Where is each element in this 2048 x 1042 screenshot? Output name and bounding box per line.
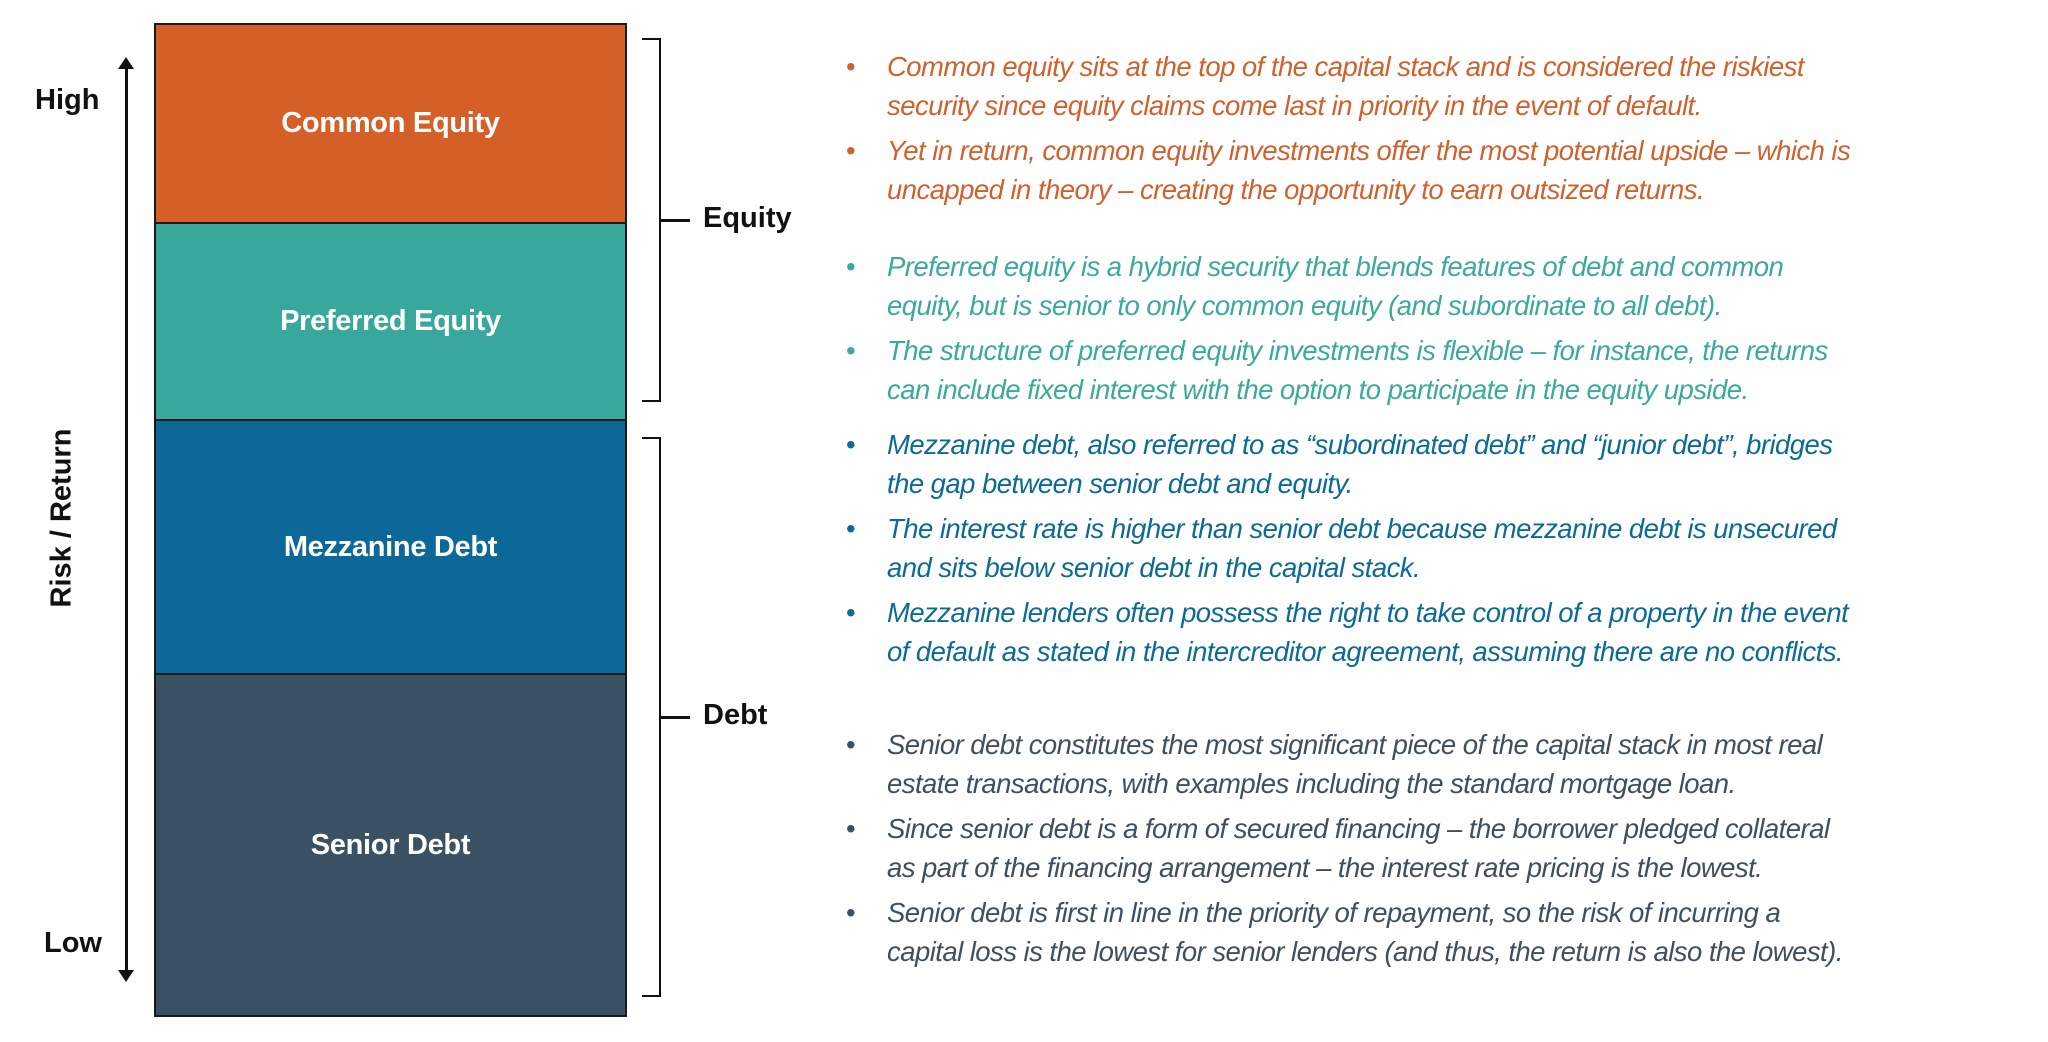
axis-high-label: High (35, 84, 100, 116)
desc-line: can include fixed interest with the opti… (887, 374, 1749, 405)
desc-line: Since senior debt is a form of secured f… (887, 813, 1830, 844)
desc-line: Senior debt is first in line in the prio… (887, 897, 1781, 928)
desc-line: Preferred equity is a hybrid security th… (887, 251, 1784, 282)
desc-line: Common equity sits at the top of the cap… (887, 51, 1804, 82)
list-item: • Senior debt constitutes the most signi… (846, 725, 2036, 803)
axis-title: Risk / Return (45, 428, 78, 608)
list-item: • Since senior debt is a form of secured… (846, 809, 2036, 887)
desc-line: as part of the financing arrangement – t… (887, 852, 1763, 883)
bullet-icon: • (846, 729, 856, 760)
debt-bracket-tick (659, 716, 690, 719)
layer-label: Mezzanine Debt (283, 530, 498, 563)
layer-mezzanine-debt: Mezzanine Debt (156, 419, 625, 673)
desc-line: Mezzanine lenders often possess the righ… (887, 597, 1849, 628)
desc-line: the gap between senior debt and equity. (887, 468, 1353, 499)
layer-label: Senior Debt (310, 828, 471, 861)
bullet-icon: • (846, 513, 856, 544)
preferred-equity-descriptions: • Preferred equity is a hybrid security … (846, 247, 2036, 415)
layer-common-equity: Common Equity (156, 25, 625, 222)
bullet-icon: • (846, 135, 856, 166)
desc-line: estate transactions, with examples inclu… (887, 768, 1736, 799)
list-item: • Senior debt is first in line in the pr… (846, 893, 2036, 971)
bullet-icon: • (846, 897, 856, 928)
list-item: • Preferred equity is a hybrid security … (846, 247, 2036, 325)
bullet-icon: • (846, 597, 856, 628)
arrow-down-icon (118, 970, 134, 982)
desc-line: Yet in return, common equity investments… (887, 135, 1851, 166)
list-item: • Mezzanine lenders often possess the ri… (846, 593, 2036, 671)
desc-line: The interest rate is higher than senior … (887, 513, 1837, 544)
list-item: • The interest rate is higher than senio… (846, 509, 2036, 587)
arrow-up-icon (118, 57, 134, 69)
desc-line: Mezzanine debt, also referred to as “sub… (887, 429, 1833, 460)
desc-line: of default as stated in the intercredito… (887, 636, 1844, 667)
bullet-icon: • (846, 813, 856, 844)
list-item: • The structure of preferred equity inve… (846, 331, 2036, 409)
desc-line: equity, but is senior to only common equ… (887, 290, 1722, 321)
senior-debt-descriptions: • Senior debt constitutes the most signi… (846, 725, 2036, 977)
layer-label: Preferred Equity (280, 305, 501, 337)
bullet-icon: • (846, 251, 856, 282)
mezzanine-debt-descriptions: • Mezzanine debt, also referred to as “s… (846, 425, 2036, 677)
risk-return-axis-line (125, 66, 128, 974)
list-item: • Mezzanine debt, also referred to as “s… (846, 425, 2036, 503)
list-item: • Yet in return, common equity investmen… (846, 131, 2036, 209)
desc-line: uncapped in theory – creating the opport… (887, 174, 1705, 205)
bullet-icon: • (846, 429, 856, 460)
layer-preferred-equity: Preferred Equity (156, 222, 625, 419)
layer-senior-debt: Senior Debt (156, 673, 625, 1015)
desc-line: Senior debt constitutes the most signifi… (887, 729, 1823, 760)
bullet-icon: • (846, 51, 856, 82)
bullet-icon: • (846, 335, 856, 366)
equity-bracket-tick (659, 219, 690, 222)
desc-line: The structure of preferred equity invest… (887, 335, 1828, 366)
desc-line: capital loss is the lowest for senior le… (887, 936, 1843, 967)
equity-group-label: Equity (703, 202, 792, 234)
layer-label: Common Equity (281, 107, 500, 139)
desc-line: and sits below senior debt in the capita… (887, 552, 1421, 583)
list-item: • Common equity sits at the top of the c… (846, 47, 2036, 125)
common-equity-descriptions: • Common equity sits at the top of the c… (846, 47, 2036, 215)
capital-stack: Common Equity Preferred Equity Mezzanine… (154, 23, 627, 1017)
axis-low-label: Low (44, 927, 102, 959)
debt-group-label: Debt (703, 699, 768, 731)
desc-line: security since equity claims come last i… (887, 90, 1702, 121)
